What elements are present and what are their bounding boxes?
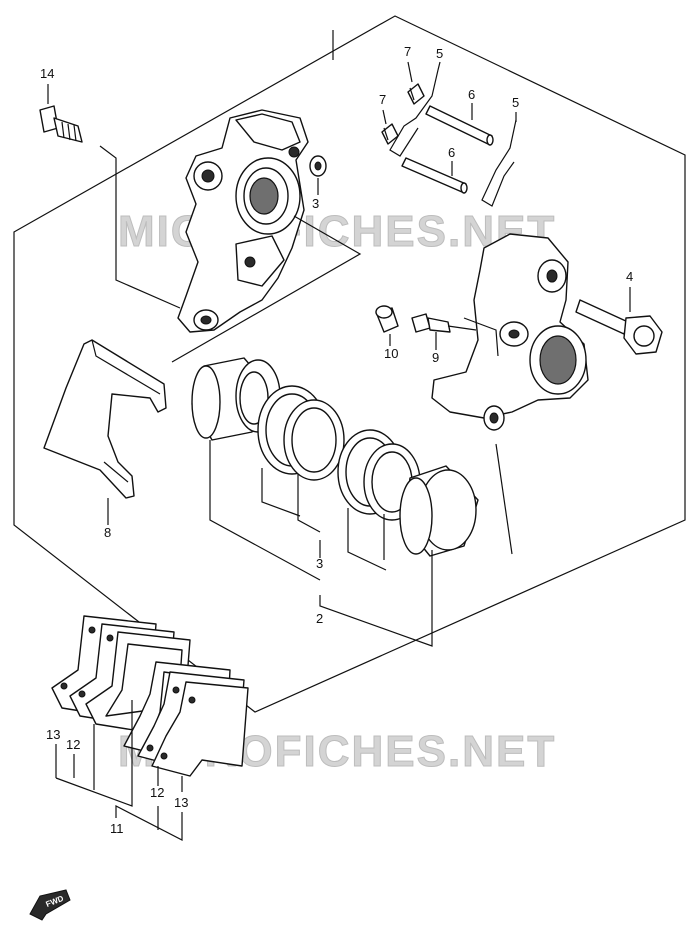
callout-4: 4 bbox=[626, 269, 633, 284]
pin-6-lower bbox=[401, 157, 468, 194]
bolt-14 bbox=[39, 105, 83, 143]
callout-11: 11 bbox=[110, 821, 124, 836]
callout-2: 2 bbox=[316, 611, 323, 626]
leader-piston-upper bbox=[209, 440, 321, 581]
pin-6-upper bbox=[425, 105, 494, 146]
callout-6-upper: 6 bbox=[468, 87, 475, 102]
leader-seal-3 bbox=[347, 508, 387, 571]
callout-14: 14 bbox=[40, 66, 54, 81]
callout-7-upper: 7 bbox=[404, 44, 411, 59]
callout-6-lower: 6 bbox=[448, 145, 455, 160]
callout-8: 8 bbox=[104, 525, 111, 540]
callout-12-right: 12 bbox=[150, 785, 164, 800]
bleeder-valve-9 bbox=[411, 313, 477, 333]
bolt-4 bbox=[575, 299, 663, 355]
callout-13-right: 13 bbox=[174, 795, 188, 810]
leader-11-left bbox=[55, 700, 133, 807]
callout-3-washer: 3 bbox=[312, 196, 319, 211]
callout-13-left: 13 bbox=[46, 727, 60, 742]
bleeder-cap-10 bbox=[375, 305, 399, 333]
caliper-body-right bbox=[431, 233, 589, 431]
fwd-arrow-icon: FWD bbox=[29, 889, 71, 921]
pad-shim-13-right bbox=[151, 681, 249, 777]
leader-right-body-down bbox=[495, 443, 513, 555]
callout-3-seals: 3 bbox=[316, 556, 323, 571]
callout-7-lower: 7 bbox=[379, 92, 386, 107]
callout-12-left: 12 bbox=[66, 737, 80, 752]
washer-3 bbox=[309, 155, 327, 177]
assembly-outline bbox=[13, 15, 686, 713]
leader-2 bbox=[319, 550, 433, 647]
clip-7-upper bbox=[407, 83, 425, 105]
spring-5-lower bbox=[481, 119, 517, 207]
spring-5-upper bbox=[389, 69, 439, 157]
pad-spring-8 bbox=[43, 339, 167, 499]
caliper-body-left bbox=[177, 109, 309, 333]
leader-right-body bbox=[463, 317, 499, 357]
callout-5-upper: 5 bbox=[436, 46, 443, 61]
callout-5-lower: 5 bbox=[512, 95, 519, 110]
leader-7-upper bbox=[407, 61, 413, 83]
callout-10: 10 bbox=[384, 346, 398, 361]
watermark-top: MICROFICHES.NET bbox=[118, 207, 556, 256]
leader-seal-1 bbox=[261, 468, 301, 517]
callout-9: 9 bbox=[432, 350, 439, 365]
leader-5-upper bbox=[437, 61, 441, 71]
leader-11-right bbox=[115, 805, 183, 841]
leader-body-to-seals bbox=[171, 215, 362, 363]
leader-14-box bbox=[99, 145, 181, 309]
piston-lower bbox=[399, 465, 479, 557]
leader-7-lower bbox=[382, 109, 387, 125]
leader-seal-2 bbox=[297, 474, 321, 533]
seal-inner-upper bbox=[283, 399, 345, 481]
